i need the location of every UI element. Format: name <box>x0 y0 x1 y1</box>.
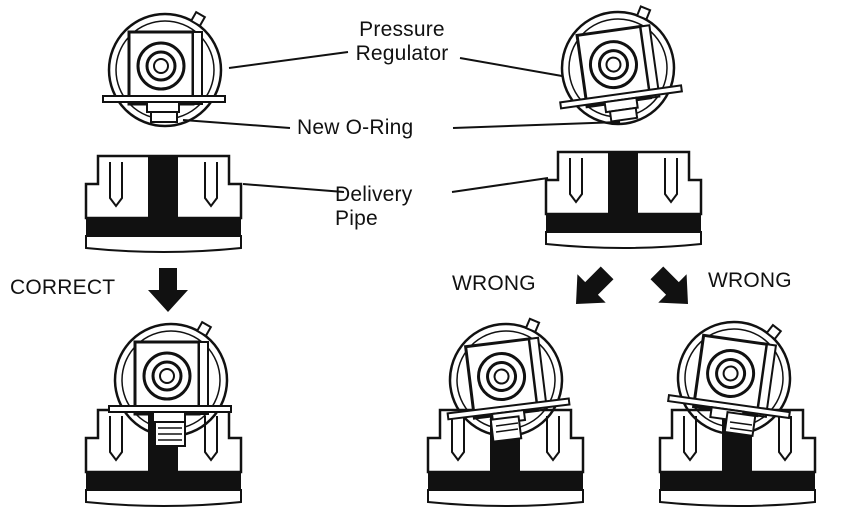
arrow-correct <box>148 268 188 312</box>
o-ring-top-right <box>608 106 639 123</box>
label-new-o-ring: New O-Ring <box>297 116 414 139</box>
label-wrong-right: WRONG <box>708 269 792 292</box>
label-pressure-regulator: Pressure Regulator <box>332 18 472 66</box>
arrow-wrong-left <box>561 258 622 319</box>
o-ring-top-left <box>150 111 178 123</box>
label-correct: CORRECT <box>10 276 116 299</box>
leader-lines <box>182 51 621 193</box>
assembly-correct <box>84 320 243 508</box>
regulator-top-left <box>101 10 227 128</box>
label-pressure-line2: Regulator <box>355 42 449 65</box>
label-delivery-pipe: Delivery Pipe <box>335 183 455 231</box>
delivery-pipe-top-left <box>84 154 243 254</box>
delivery-pipe-top-right <box>544 150 703 250</box>
label-delivery-line2: Pipe <box>335 207 378 230</box>
assembly-wrong-right <box>658 310 817 508</box>
label-delivery-line1: Delivery <box>335 183 413 206</box>
assembly-wrong-left <box>426 313 585 508</box>
o-ring-wrong-left <box>489 415 523 443</box>
label-wrong-left: WRONG <box>452 272 536 295</box>
arrow-wrong-right <box>642 258 703 319</box>
label-pressure-line1: Pressure <box>359 18 445 41</box>
regulator-top-right <box>547 0 687 134</box>
